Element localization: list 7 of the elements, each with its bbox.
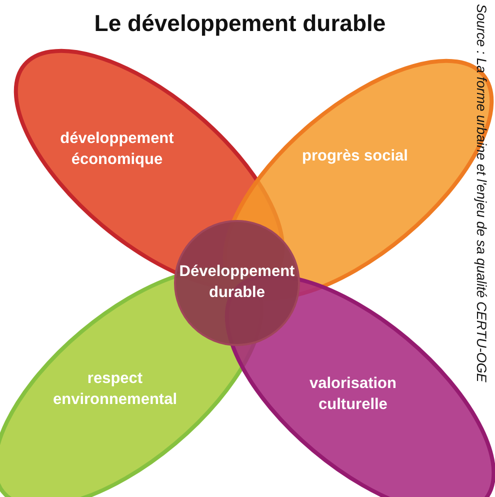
node-label: valorisation culturelle bbox=[308, 374, 398, 415]
title: Le développement durable bbox=[93, 10, 387, 37]
node-label: respect environnemental bbox=[52, 369, 178, 410]
node-label: progrès social bbox=[301, 146, 409, 167]
node-label: développement économique bbox=[59, 129, 175, 170]
source-note: Source : La forme urbaine et l'enjeu de sa qualité CERTU-OGE bbox=[474, 4, 489, 384]
node-label: Développement durable bbox=[178, 262, 296, 303]
